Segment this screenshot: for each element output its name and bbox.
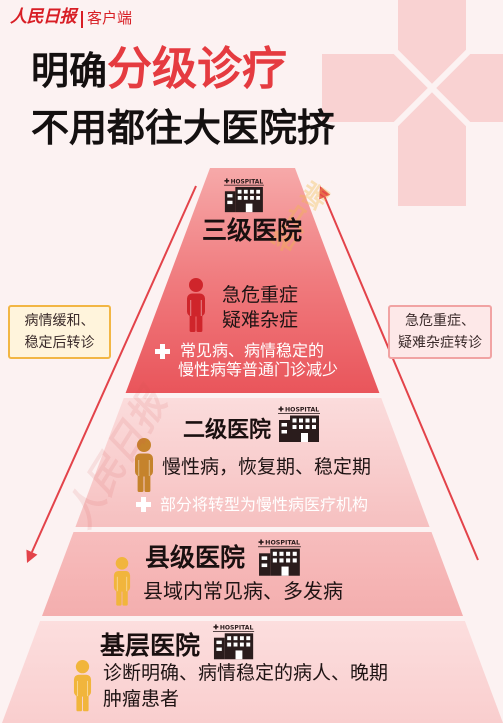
person-icon xyxy=(73,660,92,712)
plus-icon xyxy=(136,497,151,512)
level-note: 部分将转型为慢性病医疗机构 xyxy=(160,495,369,514)
person-icon xyxy=(113,557,131,606)
level-detail: 急危重症 xyxy=(222,284,299,306)
pyramid-level-county xyxy=(42,532,463,616)
person-icon xyxy=(187,278,205,332)
hospital-building-icon: HOSPITAL xyxy=(223,178,264,213)
level-name: 二级医院 xyxy=(183,418,272,443)
plus-icon xyxy=(155,344,170,359)
level-note: 常见病、病情稳定的 xyxy=(180,341,325,360)
brand-client-label: 客户端 xyxy=(87,9,133,27)
level-note: 慢性病等普通门诊减少 xyxy=(178,360,339,379)
note-line: 稳定后转诊 xyxy=(24,335,95,351)
level-name: 基层医院 xyxy=(100,631,201,660)
level-name: 三级医院 xyxy=(202,216,303,245)
note-line: 病情缓和、 xyxy=(24,313,95,329)
hospital-label: HOSPITAL xyxy=(285,407,319,414)
hospital-label: HOSPITAL xyxy=(220,624,254,631)
level-detail: 肿瘤患者 xyxy=(103,688,180,710)
hospital-label: HOSPITAL xyxy=(231,179,264,185)
medical-cross-icon xyxy=(322,0,503,206)
person-icon xyxy=(135,438,153,492)
level-detail: 疑难杂症 xyxy=(222,309,299,331)
hospital-label: HOSPITAL xyxy=(265,540,300,547)
pyramid-level-secondary xyxy=(75,398,430,527)
referral-up-note: 急危重症、 疑难杂症转诊 xyxy=(388,305,492,359)
referral-down-arrow xyxy=(26,185,197,563)
hospital-building-icon: HOSPITAL xyxy=(278,406,320,442)
title-red-part: 分级诊疗 xyxy=(107,42,288,95)
referral-up-arrow xyxy=(319,186,479,561)
brand-divider xyxy=(81,11,83,28)
level-detail: 慢性病，恢复期、稳定期 xyxy=(162,456,372,478)
title-line1: 明确分级诊疗 xyxy=(31,46,287,91)
referral-down-note: 病情缓和、 稳定后转诊 xyxy=(8,305,111,359)
level-detail: 县域内常见病、多发病 xyxy=(143,579,343,603)
hospital-building-icon: HOSPITAL xyxy=(212,624,255,660)
pyramid-level-primary xyxy=(2,621,503,723)
level-detail: 诊断明确、病情稳定的病人、晚期 xyxy=(103,662,389,684)
note-line: 疑难杂症转诊 xyxy=(398,335,482,351)
title-line2: 不用都往大医院挤 xyxy=(31,106,336,150)
pyramid-level-tertiary xyxy=(125,168,380,393)
hospital-building-icon: HOSPITAL xyxy=(258,539,301,576)
brand-logo: 人民日报 xyxy=(10,7,77,27)
note-line: 急危重症、 xyxy=(405,313,475,329)
title-black-part: 明确 xyxy=(31,49,108,93)
level-name: 县级医院 xyxy=(145,543,246,572)
